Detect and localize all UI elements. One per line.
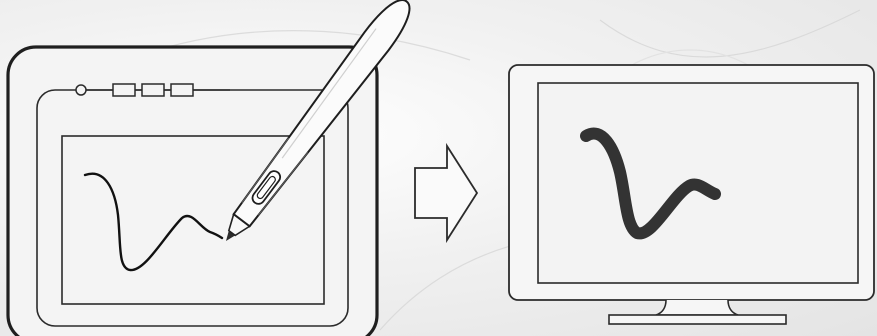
tablet-express-key-3	[171, 84, 193, 96]
arrow-right-icon	[415, 146, 477, 240]
monitor-icon	[509, 65, 874, 324]
tablet-express-key-2	[142, 84, 164, 96]
monitor-neck	[656, 300, 738, 315]
tablet-indicator-light	[76, 85, 86, 95]
tablet-express-key-1	[113, 84, 135, 96]
monitor-base	[609, 315, 786, 324]
